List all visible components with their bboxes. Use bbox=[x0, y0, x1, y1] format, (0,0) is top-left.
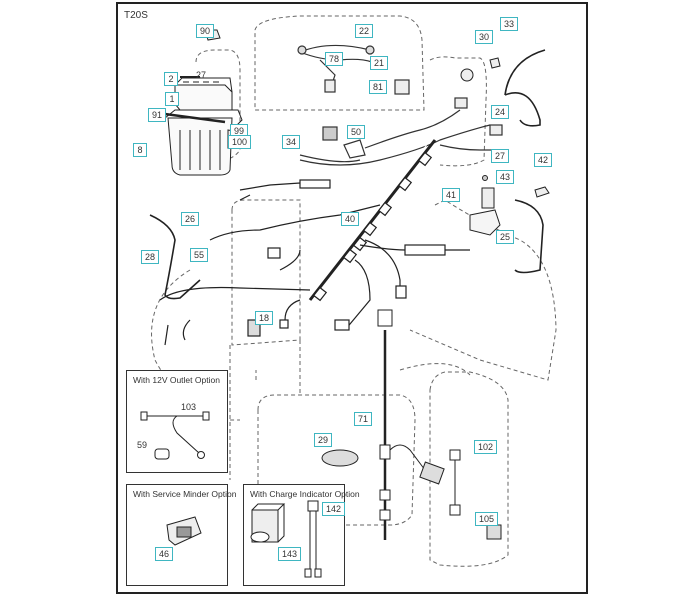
callout-91[interactable]: 91 bbox=[148, 108, 167, 122]
callout-81[interactable]: 81 bbox=[369, 80, 388, 94]
callout-59[interactable]: 59 bbox=[137, 440, 148, 450]
callout-78[interactable]: 78 bbox=[325, 52, 344, 66]
callout-28[interactable]: 28 bbox=[141, 250, 160, 264]
callout-143[interactable]: 143 bbox=[278, 547, 302, 561]
callout-2[interactable]: 2 bbox=[164, 72, 178, 86]
callout-24[interactable]: 24 bbox=[491, 105, 510, 119]
callout-29[interactable]: 29 bbox=[314, 433, 333, 447]
inset-charge-indicator-title: With Charge Indicator Option bbox=[250, 489, 360, 499]
callout-27[interactable]: 27 bbox=[491, 149, 510, 163]
callout-30[interactable]: 30 bbox=[475, 30, 494, 44]
callout-100[interactable]: 100 bbox=[228, 135, 252, 149]
callout-41[interactable]: 41 bbox=[442, 188, 461, 202]
diagram-frame bbox=[116, 2, 588, 594]
callout-55[interactable]: 55 bbox=[190, 248, 209, 262]
callout-33[interactable]: 33 bbox=[500, 17, 519, 31]
inset-charge-indicator: With Charge Indicator Option 142 143 bbox=[243, 484, 360, 586]
callout-46[interactable]: 46 bbox=[155, 547, 174, 561]
callout-21[interactable]: 21 bbox=[370, 56, 389, 70]
callout-25[interactable]: 25 bbox=[496, 230, 515, 244]
callout-42[interactable]: 42 bbox=[534, 153, 553, 167]
callout-18[interactable]: 18 bbox=[255, 311, 274, 325]
callout-8[interactable]: 8 bbox=[133, 143, 147, 157]
inset-12v-outlet: With 12V Outlet Option 103 59 bbox=[126, 370, 228, 473]
diagram-code: T20S bbox=[124, 10, 148, 21]
callout-50[interactable]: 50 bbox=[347, 125, 366, 139]
harness-top bbox=[297, 44, 503, 166]
battery-cables bbox=[149, 49, 546, 300]
callout-22[interactable]: 22 bbox=[355, 24, 374, 38]
callout-40[interactable]: 40 bbox=[341, 212, 360, 226]
inset-service-minder: With Service Minder Option 46 bbox=[126, 484, 236, 586]
main-harness bbox=[159, 137, 470, 346]
callout-105[interactable]: 105 bbox=[475, 512, 499, 526]
inset-service-minder-title: With Service Minder Option bbox=[133, 489, 237, 499]
callout-34[interactable]: 34 bbox=[282, 135, 301, 149]
service-minder-drawing bbox=[166, 516, 202, 546]
charge-indicator-drawing bbox=[250, 500, 322, 578]
lower-harness bbox=[321, 309, 502, 540]
callout-27-battery[interactable]: 27 bbox=[196, 70, 207, 80]
callout-142[interactable]: 142 bbox=[322, 502, 346, 516]
callout-71[interactable]: 71 bbox=[354, 412, 373, 426]
callout-103[interactable]: 103 bbox=[181, 402, 197, 412]
callout-102[interactable]: 102 bbox=[474, 440, 498, 454]
callout-99[interactable]: 99 bbox=[230, 124, 249, 138]
outlet-harness-drawing bbox=[140, 411, 210, 460]
callout-26[interactable]: 26 bbox=[181, 212, 200, 226]
callout-90[interactable]: 90 bbox=[196, 24, 215, 38]
right-components bbox=[460, 57, 550, 236]
inset-12v-outlet-title: With 12V Outlet Option bbox=[133, 375, 220, 385]
callout-1[interactable]: 1 bbox=[165, 92, 179, 106]
callout-43[interactable]: 43 bbox=[496, 170, 515, 184]
